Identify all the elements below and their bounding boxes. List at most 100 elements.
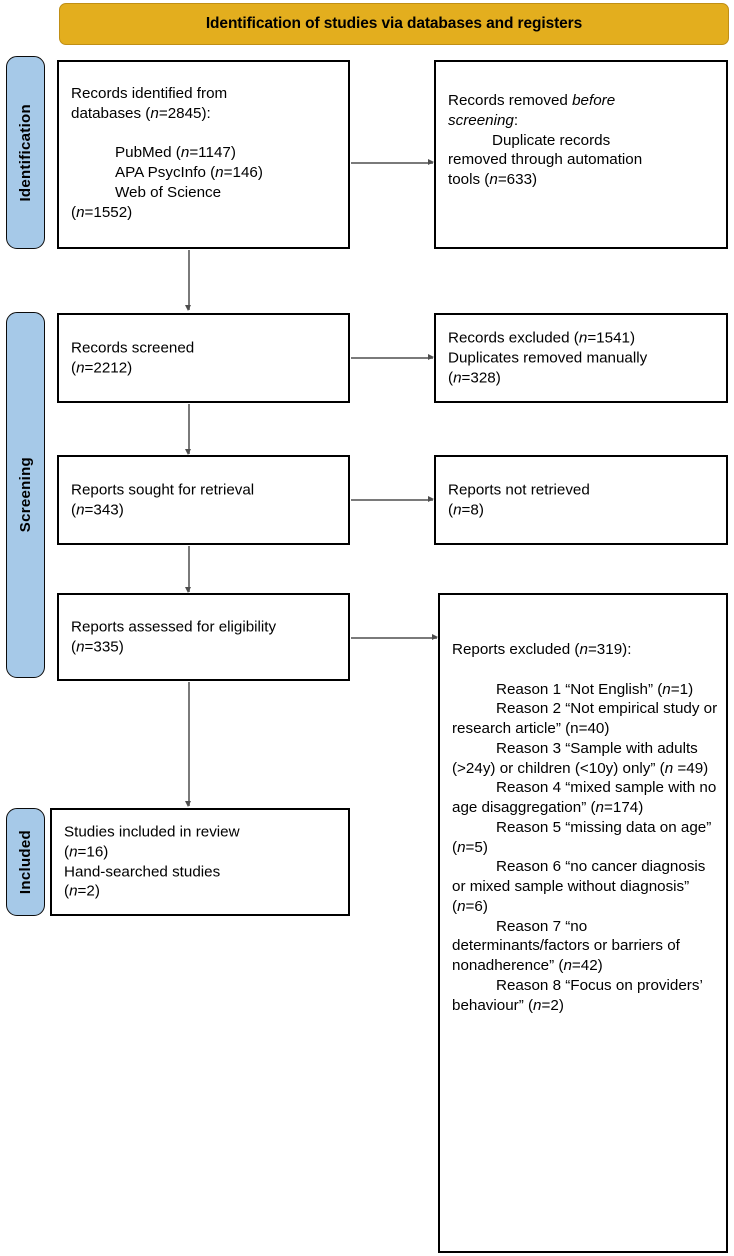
reason-5-post: =5) bbox=[465, 838, 488, 856]
records-removed-line2-em: screening bbox=[448, 111, 514, 129]
stage-tab-identification-label: Identification bbox=[17, 103, 34, 202]
studies-included-line2-pre: ( bbox=[64, 843, 70, 861]
records-excluded-line3-n: n bbox=[453, 368, 462, 386]
box-reports-excluded: Reports excluded ( n =319): Reason 1 “Not … bbox=[438, 593, 728, 1253]
reason-item: Reason 3 “Sample with adults (>24y) or c… bbox=[452, 739, 718, 779]
records-identified-line1: Records identified from bbox=[71, 85, 228, 102]
records-identified-line2-n: n bbox=[150, 104, 159, 122]
studies-included-line2-n: n bbox=[69, 843, 78, 861]
reports-excluded-heading-pre: Reports excluded ( bbox=[452, 641, 580, 658]
reason-6-post: =6) bbox=[465, 897, 488, 915]
box-reports-not-retrieved: Reports not retrieved (n=8) bbox=[434, 455, 728, 545]
stage-tab-screening: Screening bbox=[6, 312, 45, 678]
records-excluded-line1-pre: Records excluded ( bbox=[448, 329, 579, 347]
reason-item: Reason 2 “Not empirical study or researc… bbox=[452, 699, 718, 739]
studies-included-line3: Hand-searched studies bbox=[64, 863, 221, 880]
records-removed-line2-post: : bbox=[513, 111, 519, 129]
records-identified-source1-post: =1147) bbox=[189, 144, 236, 162]
reports-sought-line1: Reports sought for retrieval bbox=[71, 481, 255, 499]
stage-tab-included-label: Included bbox=[17, 829, 34, 895]
records-identified-source1-n: n bbox=[180, 144, 190, 162]
stage-tab-included: Included bbox=[6, 808, 45, 916]
records-excluded-line1-n: n bbox=[578, 329, 588, 347]
box-studies-included: Studies included in review (n=16) Hand-s… bbox=[50, 808, 350, 916]
box-records-screened-text: Records screened (n=2212) bbox=[71, 338, 340, 378]
box-reports-assessed: Reports assessed for eligibility (n=335) bbox=[57, 593, 350, 681]
box-records-excluded: Records excluded (n=1541) Duplicates rem… bbox=[434, 313, 728, 403]
studies-included-line1: Studies included in review bbox=[64, 823, 240, 841]
stage-tab-screening-label: Screening bbox=[17, 457, 34, 533]
records-identified-source2-post: =146) bbox=[223, 164, 263, 181]
records-removed-line5-n: n bbox=[489, 171, 498, 188]
records-identified-source4-n: n bbox=[76, 203, 85, 221]
reason-item: Reason 5 “missing data on age” (n=5) bbox=[452, 818, 718, 858]
records-excluded-line3-pre: ( bbox=[448, 368, 454, 386]
reports-not-retrieved-line2-pre: ( bbox=[448, 501, 454, 518]
records-screened-line2-post: =2212) bbox=[84, 359, 133, 376]
banner-title: Identification of studies via databases … bbox=[205, 15, 583, 32]
reports-assessed-line2-pre: ( bbox=[71, 638, 77, 655]
records-removed-line3: Duplicate records bbox=[492, 131, 611, 149]
box-reports-sought-text: Reports sought for retrieval (n=343) bbox=[71, 480, 340, 520]
records-identified-source2: APA PsycInfo ( bbox=[115, 164, 216, 181]
reason-3-text: Reason 3 “Sample with adults (>24y) or c… bbox=[452, 739, 698, 777]
box-records-excluded-text: Records excluded (n=1541) Duplicates rem… bbox=[448, 328, 718, 387]
reason-item: Reason 6 “no cancer diagnosis or mixed s… bbox=[452, 857, 718, 916]
box-records-removed: Records removed before screening: Duplic… bbox=[434, 60, 728, 249]
reason-8-n: n bbox=[533, 996, 542, 1014]
box-reports-sought: Reports sought for retrieval (n=343) bbox=[57, 455, 350, 545]
reason-1-n: n bbox=[662, 680, 671, 698]
reports-sought-line2-pre: ( bbox=[71, 501, 77, 518]
records-excluded-line1-post: =1541) bbox=[587, 329, 636, 347]
reports-excluded-heading-post: =319): bbox=[587, 641, 632, 658]
reports-sought-line2-post: =343) bbox=[84, 501, 124, 518]
reason-6-text: Reason 6 “no cancer diagnosis or mixed s… bbox=[452, 858, 706, 915]
records-screened-line1: Records screened bbox=[71, 339, 195, 357]
studies-included-line4-n: n bbox=[69, 882, 78, 900]
records-removed-line4: removed through automation bbox=[448, 151, 643, 169]
banner-identification-header: Identification of studies via databases … bbox=[59, 3, 729, 45]
reports-not-retrieved-line1: Reports not retrieved bbox=[448, 481, 590, 499]
reports-assessed-line1: Reports assessed for eligibility bbox=[71, 618, 277, 636]
reason-7-post: =42) bbox=[571, 957, 603, 974]
records-excluded-line3-post: =328) bbox=[461, 368, 501, 386]
records-removed-line5-post: =633) bbox=[497, 171, 538, 188]
records-identified-source3: Web of Science bbox=[115, 183, 222, 201]
reason-4-n: n bbox=[595, 799, 604, 816]
reason-5-n: n bbox=[457, 838, 466, 856]
reports-assessed-line2-n: n bbox=[76, 638, 85, 655]
box-records-screened: Records screened (n=2212) bbox=[57, 313, 350, 403]
reason-8-post: =2) bbox=[541, 996, 564, 1014]
records-identified-source1: PubMed ( bbox=[115, 144, 181, 162]
reason-4-post: =174) bbox=[604, 799, 644, 816]
records-screened-line2-pre: ( bbox=[71, 359, 77, 376]
reason-item: Reason 4 “mixed sample with no age disag… bbox=[452, 778, 718, 818]
records-removed-line5-pre: tools ( bbox=[448, 171, 490, 188]
reason-item: Reason 1 “Not English” (n=1) bbox=[452, 680, 718, 700]
reason-4-text: Reason 4 “mixed sample with no age disag… bbox=[452, 779, 717, 816]
box-records-identified-text: Records identified from databases (n=284… bbox=[71, 84, 340, 222]
reason-1-text: Reason 1 “Not English” ( bbox=[496, 680, 663, 698]
reason-3-post: =49) bbox=[673, 759, 709, 777]
reason-8-text: Reason 8 “Focus on providers’ behaviour”… bbox=[452, 976, 703, 1014]
reason-1-post: =1) bbox=[670, 680, 694, 698]
reason-7-n: n bbox=[563, 957, 572, 974]
records-removed-line1-em: before bbox=[572, 92, 616, 109]
reason-7-text: Reason 7 “no determinants/factors or bar… bbox=[452, 917, 680, 975]
reports-sought-line2-n: n bbox=[76, 501, 85, 518]
records-identified-source4-pre: ( bbox=[71, 203, 77, 221]
records-identified-line2-pre: databases ( bbox=[71, 104, 151, 122]
records-screened-line2-n: n bbox=[76, 359, 85, 376]
reason-item: Reason 8 “Focus on providers’ behaviour”… bbox=[452, 976, 718, 1016]
reason-item: Reason 7 “no determinants/factors or bar… bbox=[452, 917, 718, 976]
box-reports-not-retrieved-text: Reports not retrieved (n=8) bbox=[448, 480, 718, 520]
studies-included-line4-post: =2) bbox=[77, 882, 100, 900]
reason-6-n: n bbox=[457, 897, 466, 915]
reports-assessed-line2-post: =335) bbox=[84, 638, 124, 655]
reason-5-text: Reason 5 “missing data on age” ( bbox=[452, 818, 712, 856]
reason-3-n: n bbox=[664, 759, 674, 777]
records-identified-source4-post: =1552) bbox=[84, 203, 133, 221]
stage-tab-identification: Identification bbox=[6, 56, 45, 249]
box-studies-included-text: Studies included in review (n=16) Hand-s… bbox=[64, 823, 340, 902]
reports-not-retrieved-line2-post: =8) bbox=[461, 501, 484, 518]
